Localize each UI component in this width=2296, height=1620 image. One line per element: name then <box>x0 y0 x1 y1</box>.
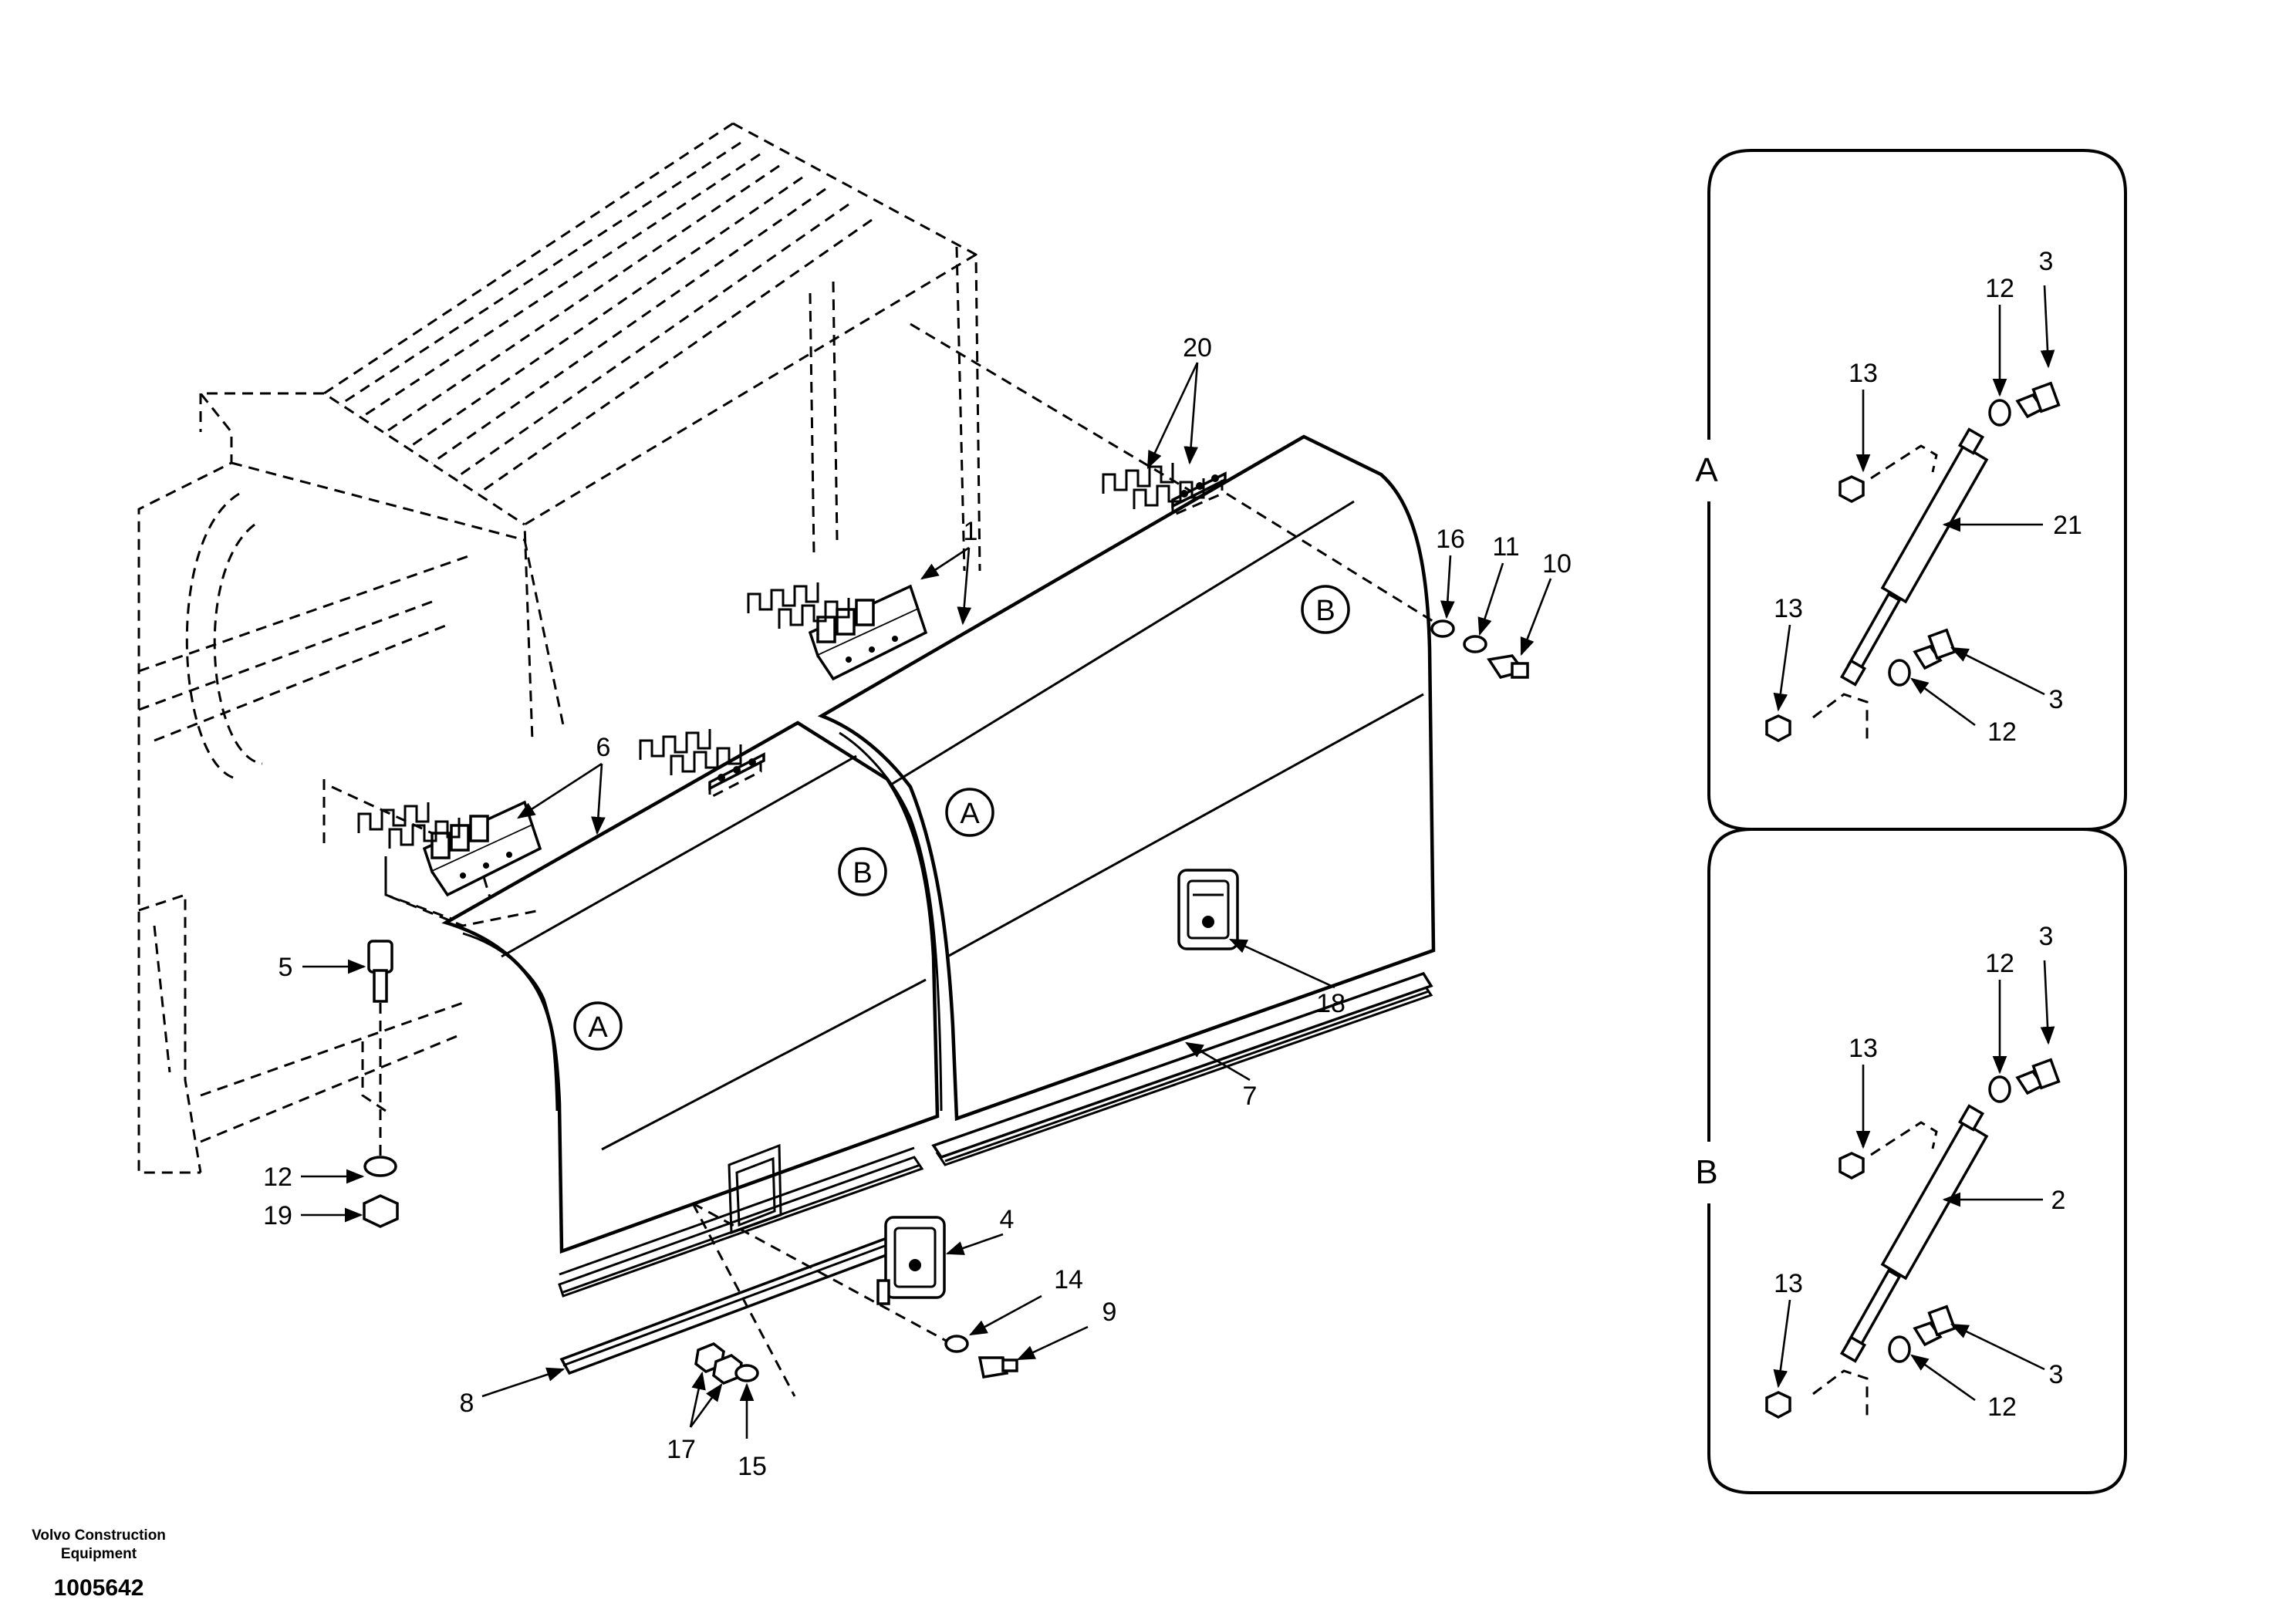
bolt-3-a-bottom <box>1913 628 1957 670</box>
washer-14 <box>944 1335 969 1353</box>
view-a-label: A <box>1695 451 1718 489</box>
marker-left-panel-b-label: B <box>853 857 872 889</box>
washer-12-b-top <box>1988 1075 2011 1103</box>
left-panel-latch-opening <box>728 1143 782 1235</box>
nut-13-b-bottom <box>1765 1391 1791 1419</box>
bolt-10 <box>1487 654 1529 680</box>
bolt-3-a-top <box>2015 381 2061 419</box>
washer-12-b-bottom <box>1888 1335 1911 1363</box>
callout-13-b-bottom: 13 <box>1774 1269 1803 1298</box>
marker-right-panel-a-label: A <box>960 798 980 830</box>
gas-strut-21 <box>1839 427 1989 687</box>
callout-3-a-top: 3 <box>2039 247 2054 276</box>
machine-frame-outline <box>137 122 1274 1174</box>
callout-18: 18 <box>1316 989 1346 1018</box>
callout-5: 5 <box>279 953 293 982</box>
pin-5 <box>367 940 393 1003</box>
company-name-line2: Equipment <box>61 1546 137 1562</box>
detail-view-b-frame <box>1707 828 2127 1494</box>
washer-15 <box>734 1364 759 1382</box>
callout-15: 15 <box>738 1452 767 1481</box>
seal-rail-lower <box>559 1223 932 1375</box>
callout-13-a-top: 13 <box>1849 359 1878 388</box>
leader-lines <box>301 285 2055 1439</box>
callout-12-b-top: 12 <box>1985 949 2014 978</box>
callout-12-left: 12 <box>263 1163 292 1192</box>
detail-view-a-frame <box>1707 149 2127 831</box>
callout-13-a-bottom: 13 <box>1774 594 1803 623</box>
washer-12-a-bottom <box>1888 659 1911 687</box>
view-b-label: B <box>1695 1153 1717 1191</box>
nut-19 <box>363 1194 399 1228</box>
callout-3-a-bottom: 3 <box>2049 685 2064 714</box>
drawing-number: 1005642 <box>54 1575 144 1601</box>
shim-plates <box>357 463 1205 849</box>
bolt-3-b-top <box>2015 1058 2061 1095</box>
gas-strut-2 <box>1839 1104 1989 1363</box>
washer-12-a-top <box>1988 399 2011 427</box>
callout-12-a-top: 12 <box>1985 274 2014 303</box>
callout-12-a-bottom: 12 <box>1987 717 2017 747</box>
callout-7: 7 <box>1243 1082 1258 1111</box>
bolt-9 <box>977 1356 1018 1379</box>
callout-12-b-bottom: 12 <box>1987 1392 2017 1422</box>
callout-3-b-top: 3 <box>2039 922 2054 951</box>
marker-left-panel-b: B <box>838 847 887 896</box>
marker-left-panel-a: A <box>573 1001 623 1051</box>
washer-16 <box>1430 619 1455 638</box>
right-panel-hinges <box>1171 471 1227 518</box>
callout-9: 9 <box>1102 1298 1117 1327</box>
callout-19: 19 <box>263 1201 292 1230</box>
lock-washer-11 <box>1463 635 1487 653</box>
left-side-door-panel <box>441 721 940 1298</box>
callout-8: 8 <box>460 1389 474 1418</box>
callout-16: 16 <box>1436 525 1465 554</box>
callout-10: 10 <box>1542 549 1572 579</box>
hinge-bracket-upper <box>808 584 928 681</box>
callout-20: 20 <box>1183 333 1212 363</box>
hinge-bracket-lower <box>384 800 542 927</box>
callout-1: 1 <box>964 517 978 546</box>
bolt-3-b-bottom <box>1913 1304 1957 1347</box>
callout-labels: 1 20 6 5 12 19 8 16 11 10 18 7 4 14 9 17… <box>263 247 2082 1481</box>
callout-3-b-bottom: 3 <box>2049 1360 2064 1389</box>
callout-14: 14 <box>1054 1265 1083 1294</box>
nut-13-b-top <box>1838 1152 1865 1180</box>
company-name-line1: Volvo Construction <box>32 1527 166 1544</box>
callout-13-b-top: 13 <box>1849 1034 1878 1063</box>
left-panel-hinges <box>708 752 765 800</box>
marker-left-panel-a-label: A <box>588 1011 608 1044</box>
callout-21: 21 <box>2053 511 2082 540</box>
right-panel-latch <box>1177 869 1239 950</box>
nut-13-a-top <box>1838 475 1865 503</box>
marker-right-panel-b: B <box>1301 585 1350 634</box>
seal-rail-upper <box>931 971 1433 1159</box>
marker-right-panel-b-label: B <box>1315 595 1335 627</box>
callout-17: 17 <box>667 1435 696 1464</box>
washer-12-left <box>363 1156 397 1177</box>
marker-right-panel-a: A <box>945 788 994 837</box>
footer-block: Volvo Construction Equipment 1005642 <box>32 1527 166 1601</box>
latch-assembly <box>876 1216 946 1305</box>
callout-11: 11 <box>1492 532 1519 562</box>
callout-4: 4 <box>1000 1205 1015 1234</box>
callout-6: 6 <box>596 733 611 762</box>
nut-13-a-bottom <box>1765 714 1791 742</box>
callout-2: 2 <box>2051 1186 2066 1215</box>
